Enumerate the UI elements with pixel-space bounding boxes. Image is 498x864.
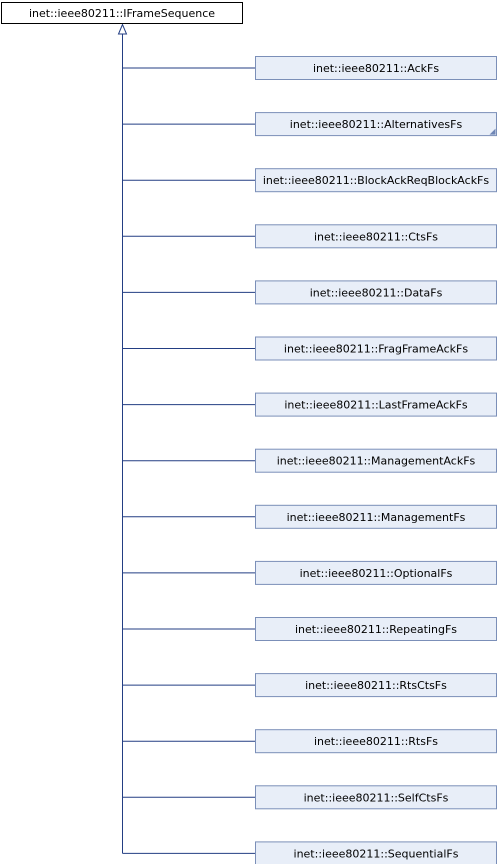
derived-class-node[interactable]: inet::ieee80211::DataFs xyxy=(255,280,497,305)
inheritance-edges xyxy=(117,23,256,854)
derived-class-label[interactable]: inet::ieee80211::RepeatingFs xyxy=(295,623,457,636)
derived-class-label[interactable]: inet::ieee80211::RtsFs xyxy=(314,735,438,748)
inheritance-arrowhead xyxy=(117,23,128,35)
derived-class-node[interactable]: inet::ieee80211::AlternativesFs xyxy=(255,112,497,137)
derived-class-box[interactable] xyxy=(255,392,497,417)
derived-class-box[interactable] xyxy=(255,280,497,305)
derived-class-label[interactable]: inet::ieee80211::AlternativesFs xyxy=(290,118,463,131)
derived-class-box[interactable] xyxy=(255,560,497,585)
base-class-node[interactable]: inet::ieee80211::IFrameSequence xyxy=(1,2,243,24)
derived-class-node[interactable]: inet::ieee80211::BlockAckReqBlockAckFs xyxy=(255,168,497,193)
derived-class-label[interactable]: inet::ieee80211::SequentialFs xyxy=(294,847,459,860)
derived-class-node[interactable]: inet::ieee80211::RtsFs xyxy=(255,729,497,754)
derived-class-box[interactable] xyxy=(255,673,497,698)
derived-class-node[interactable]: inet::ieee80211::RtsCtsFs xyxy=(255,673,497,698)
derived-class-box[interactable] xyxy=(255,56,497,80)
derived-class-box[interactable] xyxy=(255,729,497,754)
derived-class-label[interactable]: inet::ieee80211::ManagementFs xyxy=(287,511,466,524)
derived-class-label[interactable]: inet::ieee80211::ManagementAckFs xyxy=(277,455,476,468)
derived-class-box[interactable] xyxy=(255,168,497,193)
derived-class-label[interactable]: inet::ieee80211::RtsCtsFs xyxy=(305,679,447,692)
derived-class-node[interactable]: inet::ieee80211::RepeatingFs xyxy=(255,617,497,641)
derived-class-node[interactable]: inet::ieee80211::FragFrameAckFs xyxy=(255,336,497,361)
derived-class-node[interactable]: inet::ieee80211::ManagementAckFs xyxy=(255,448,497,473)
derived-class-node[interactable]: inet::ieee80211::CtsFs xyxy=(255,224,497,249)
derived-class-box[interactable] xyxy=(255,448,497,473)
derived-class-box[interactable] xyxy=(255,785,497,810)
derived-class-box[interactable] xyxy=(255,504,497,529)
derived-class-label[interactable]: inet::ieee80211::DataFs xyxy=(310,286,443,299)
base-class-label[interactable]: inet::ieee80211::IFrameSequence xyxy=(29,7,215,20)
derived-class-label[interactable]: inet::ieee80211::BlockAckReqBlockAckFs xyxy=(263,174,490,187)
derived-class-nodes: inet::ieee80211::AckFsinet::ieee80211::A… xyxy=(255,56,497,864)
derived-class-box[interactable] xyxy=(255,336,497,361)
derived-class-node[interactable]: inet::ieee80211::AckFs xyxy=(255,56,497,80)
derived-class-label[interactable]: inet::ieee80211::AckFs xyxy=(313,62,439,75)
derived-class-label[interactable]: inet::ieee80211::SelfCtsFs xyxy=(304,791,449,804)
derived-class-node[interactable]: inet::ieee80211::ManagementFs xyxy=(255,504,497,529)
derived-class-node[interactable]: inet::ieee80211::OptionalFs xyxy=(255,560,497,585)
derived-class-label[interactable]: inet::ieee80211::OptionalFs xyxy=(300,567,453,580)
derived-class-node[interactable]: inet::ieee80211::LastFrameAckFs xyxy=(255,392,497,417)
derived-class-label[interactable]: inet::ieee80211::FragFrameAckFs xyxy=(284,343,468,356)
derived-class-node[interactable]: inet::ieee80211::SelfCtsFs xyxy=(255,785,497,810)
derived-class-label[interactable]: inet::ieee80211::LastFrameAckFs xyxy=(284,399,468,412)
derived-class-node[interactable]: inet::ieee80211::SequentialFs xyxy=(255,841,497,864)
derived-class-box[interactable] xyxy=(255,224,497,249)
derived-class-label[interactable]: inet::ieee80211::CtsFs xyxy=(314,230,438,243)
derived-class-box[interactable] xyxy=(255,841,497,864)
more-subclasses-indicator-icon xyxy=(489,128,496,135)
derived-class-box[interactable] xyxy=(255,617,497,641)
derived-class-box[interactable] xyxy=(255,112,497,137)
base-class-box[interactable] xyxy=(1,2,243,24)
